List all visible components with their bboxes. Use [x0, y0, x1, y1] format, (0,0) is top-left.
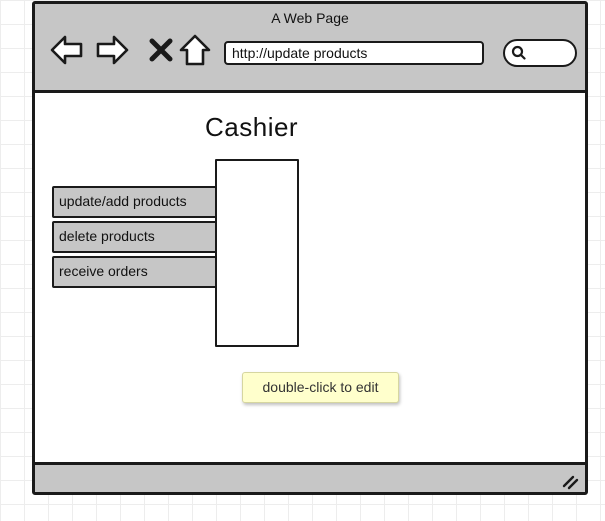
close-x-icon[interactable] — [144, 33, 178, 67]
back-arrow-icon[interactable] — [50, 33, 84, 67]
content-panel — [215, 159, 299, 347]
status-bar — [35, 462, 585, 492]
delete-products-button[interactable]: delete products — [52, 221, 217, 253]
update-add-products-button[interactable]: update/add products — [52, 186, 217, 218]
search-icon — [511, 45, 526, 60]
browser-toolbar: A Web Page — [35, 4, 585, 93]
edit-tooltip: double-click to edit — [242, 372, 399, 403]
window-title: A Web Page — [271, 10, 349, 26]
resize-grip-icon[interactable] — [559, 470, 579, 490]
receive-orders-button[interactable]: receive orders — [52, 256, 217, 288]
forward-arrow-icon[interactable] — [95, 33, 129, 67]
browser-window: A Web Page Cashier update/add products d… — [32, 1, 588, 495]
address-bar[interactable] — [224, 41, 484, 65]
home-icon[interactable] — [178, 33, 212, 67]
page-title: Cashier — [205, 112, 299, 142]
search-input[interactable] — [503, 39, 577, 67]
